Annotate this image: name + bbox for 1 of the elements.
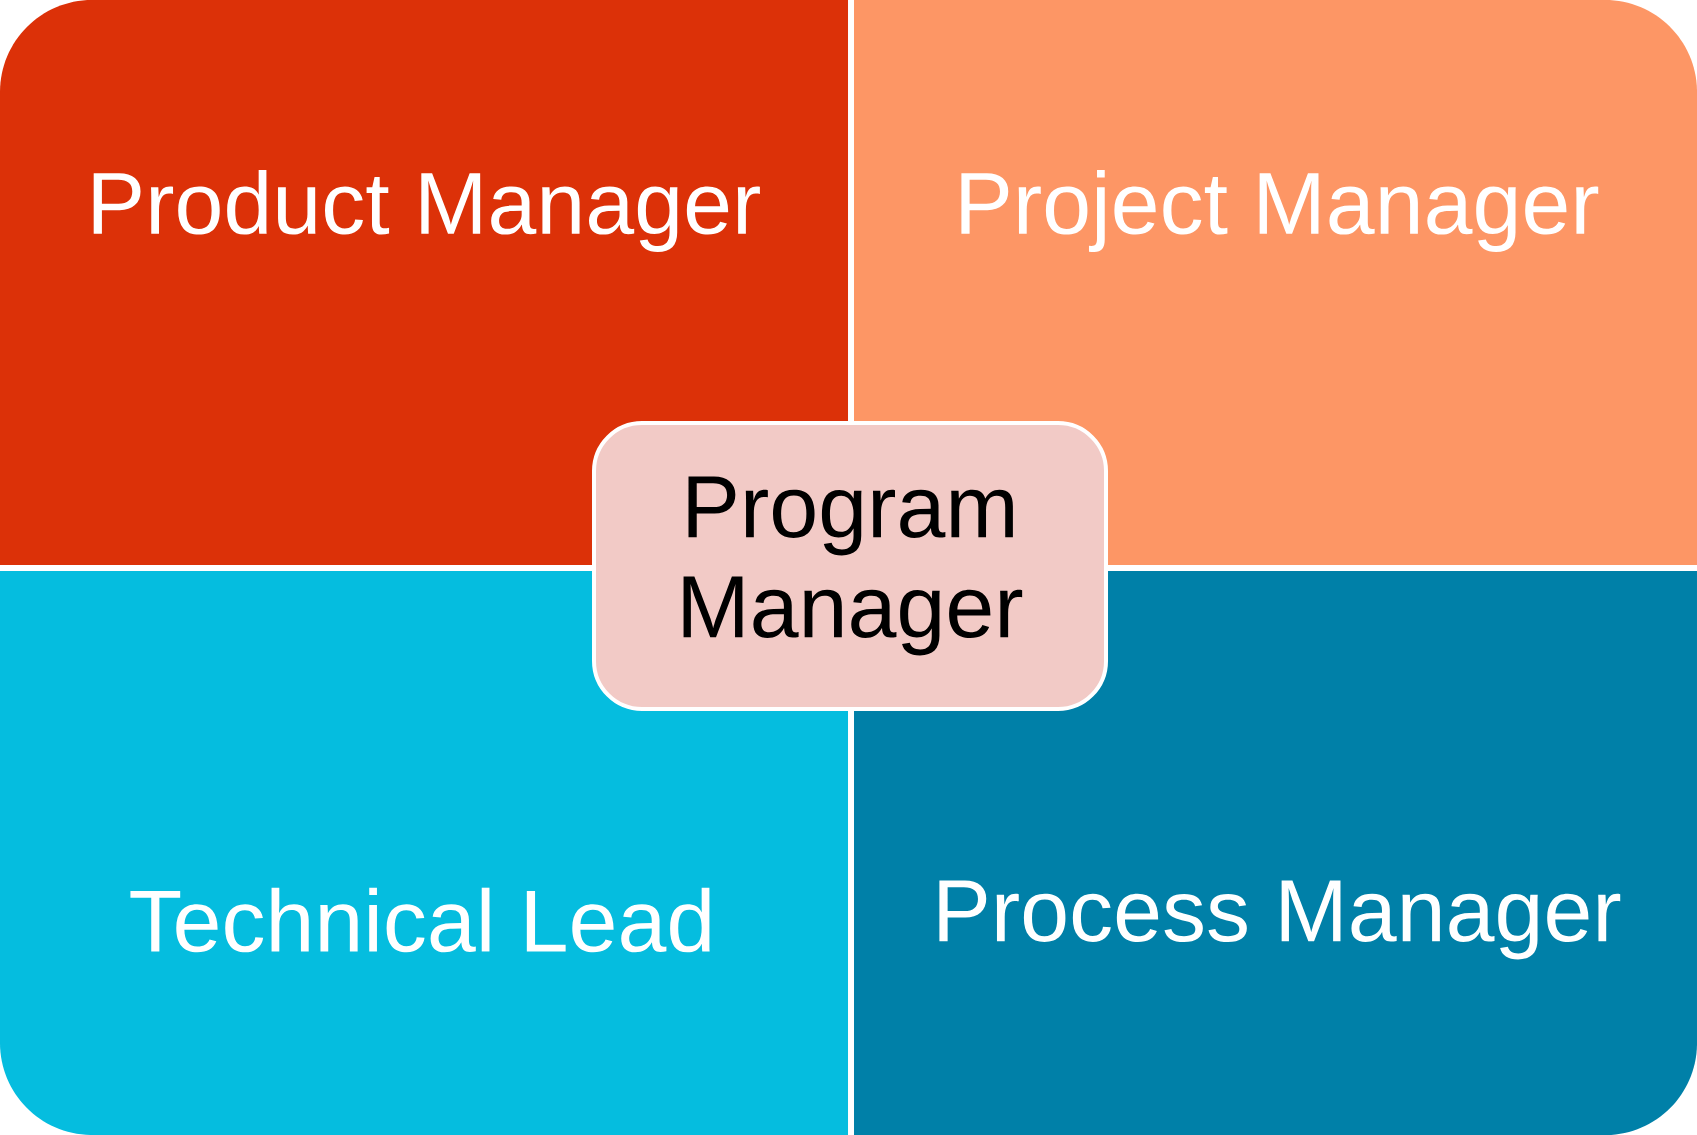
center-box: Program Manager	[592, 421, 1108, 711]
